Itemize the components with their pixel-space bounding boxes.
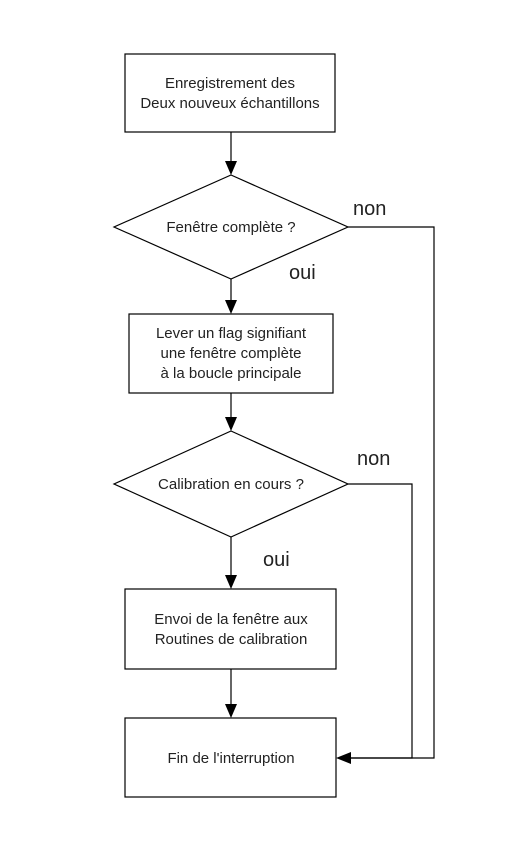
end-interrupt-text: Fin de l'interruption	[167, 750, 294, 767]
record-samples-line-2: Deux nouveux échantillons	[140, 95, 319, 112]
send-window-line-2: Routines de calibration	[155, 631, 308, 648]
arrow-calibration-to-send	[225, 537, 237, 589]
arrow-calibration-no-to-end	[348, 483, 413, 759]
end-box-arrowhead	[336, 752, 351, 764]
raise-flag-box: Lever un flag signifiant une fenêtre com…	[128, 313, 334, 394]
calibration-no-label: non	[357, 448, 390, 470]
record-samples-line-1: Enregistrement des	[165, 75, 295, 92]
window-complete-yes-label: oui	[289, 262, 316, 284]
raise-flag-line-2: une fenêtre complète	[161, 345, 302, 362]
window-complete-decision: Fenêtre complète ?	[112, 174, 350, 280]
raise-flag-line-3: à la boucle principale	[161, 365, 302, 382]
calibration-question: Calibration en cours ?	[158, 476, 304, 493]
calibration-decision: Calibration en cours ?	[112, 430, 350, 538]
window-complete-question: Fenêtre complète ?	[166, 219, 295, 236]
calibration-yes-label: oui	[263, 549, 290, 571]
window-complete-no-label: non	[353, 198, 386, 220]
arrow-window-check-to-flag	[225, 279, 237, 314]
arrow-flag-to-calibration-check	[225, 393, 237, 431]
arrow-record-to-window-check	[225, 132, 237, 175]
record-samples-box: Enregistrement des Deux nouveux échantil…	[124, 53, 336, 133]
raise-flag-line-1: Lever un flag signifiant	[156, 325, 307, 342]
send-window-line-1: Envoi de la fenêtre aux	[154, 611, 308, 628]
arrow-send-to-end	[225, 669, 237, 718]
end-interrupt-box: Fin de l'interruption	[124, 717, 337, 798]
send-window-box: Envoi de la fenêtre aux Routines de cali…	[124, 588, 337, 670]
arrow-window-no-to-end	[348, 226, 435, 759]
